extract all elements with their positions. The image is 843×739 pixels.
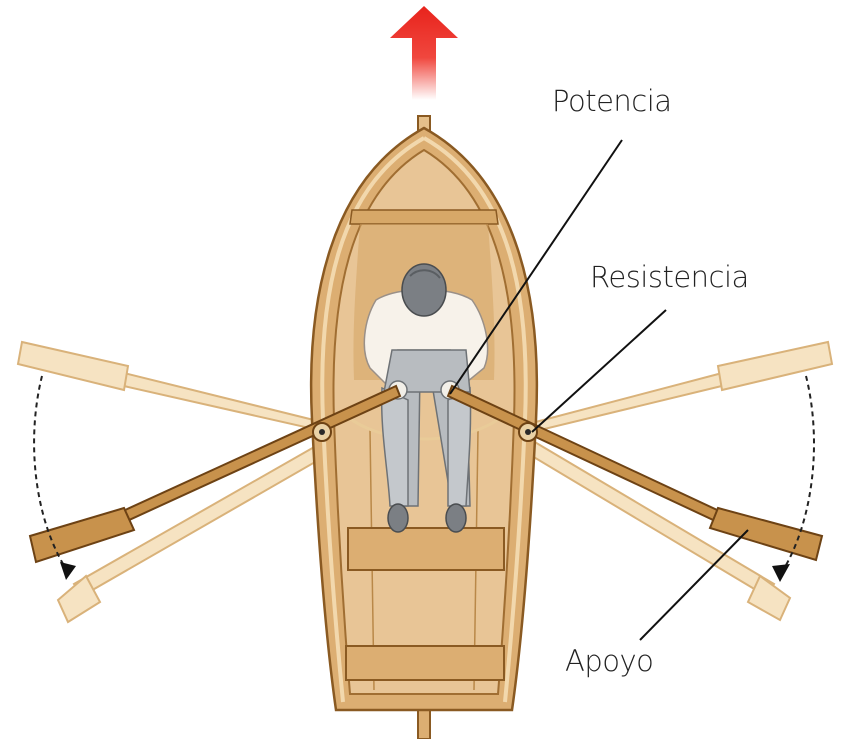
oar-left-ghost xyxy=(18,342,336,622)
right-foot xyxy=(446,504,466,532)
rower-head xyxy=(402,264,446,316)
bow-seat xyxy=(350,210,498,224)
label-potencia: Potencia xyxy=(552,84,672,118)
arrowhead-right-icon xyxy=(772,564,790,582)
left-foot xyxy=(388,504,408,532)
oarlock-left xyxy=(313,423,331,441)
oar-right-ghost xyxy=(522,342,832,620)
up-arrow-icon xyxy=(390,6,458,100)
label-apoyo: Apoyo xyxy=(565,644,653,678)
stern-seat xyxy=(346,646,504,680)
middle-seat xyxy=(348,528,504,570)
label-resistencia: Resistencia xyxy=(590,260,749,294)
arrowhead-left-icon xyxy=(60,562,76,580)
oarlock-right xyxy=(519,423,537,441)
